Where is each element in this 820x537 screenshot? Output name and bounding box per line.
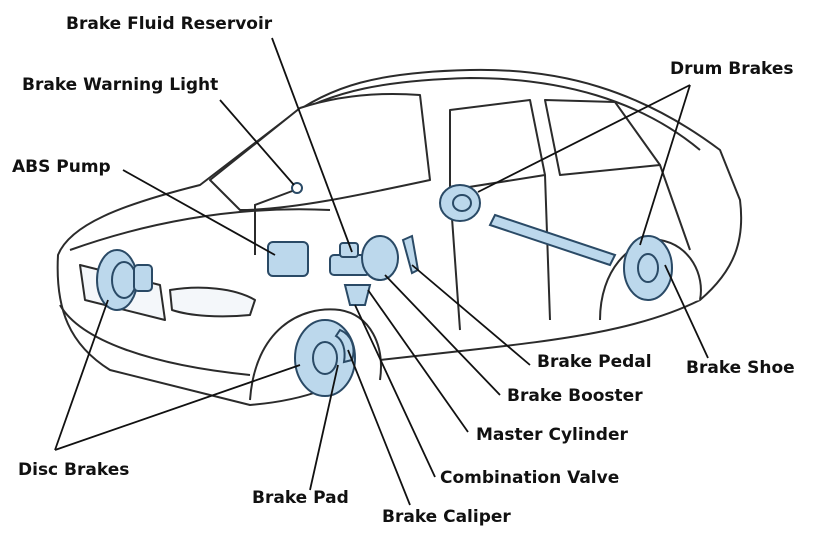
front-drum-brake xyxy=(439,184,481,222)
leader-brake-caliper xyxy=(347,349,411,506)
front-right-disc-brake xyxy=(294,319,356,397)
bumper xyxy=(59,304,251,376)
label-drum-brakes: Drum Brakes xyxy=(670,59,794,79)
leader-brake-pedal xyxy=(411,264,531,366)
headlight xyxy=(169,286,256,318)
label-disc-brakes: Disc Brakes xyxy=(18,460,130,480)
leader-drum-brakes-front xyxy=(477,84,691,193)
side-window-front xyxy=(449,99,546,191)
hood-line xyxy=(69,208,331,251)
label-brake-caliper: Brake Caliper xyxy=(382,507,511,527)
label-master-cylinder: Master Cylinder xyxy=(476,425,628,445)
brake-booster-unit xyxy=(361,235,399,281)
leader-combination-valve xyxy=(354,304,436,478)
leader-lines xyxy=(54,37,709,506)
leader-brake-shoe xyxy=(664,264,709,359)
leader-brake-warning-light xyxy=(219,99,295,186)
label-brake-pedal: Brake Pedal xyxy=(537,352,652,372)
front-left-disc-brake xyxy=(96,249,153,311)
leader-abs-pump xyxy=(122,169,276,256)
brake-line xyxy=(254,189,296,255)
label-brake-booster: Brake Booster xyxy=(507,386,643,406)
leader-brake-fluid-reservoir xyxy=(271,37,353,253)
label-brake-fluid-reservoir: Brake Fluid Reservoir xyxy=(66,14,273,34)
label-brake-warning-light: Brake Warning Light xyxy=(22,75,219,95)
label-brake-shoe: Brake Shoe xyxy=(686,358,795,378)
label-brake-pad: Brake Pad xyxy=(252,488,349,508)
roof-line xyxy=(284,77,701,151)
abs-pump-unit xyxy=(267,241,309,277)
warning-light-dot xyxy=(291,182,303,194)
components xyxy=(96,182,673,397)
rear-drum-brake xyxy=(623,235,673,301)
leader-disc-brakes-front xyxy=(54,299,109,451)
leader-master-cylinder xyxy=(367,289,469,433)
leader-disc-brakes-right xyxy=(54,364,301,451)
leader-brake-pad xyxy=(309,364,339,491)
leader-drum-brakes-rear xyxy=(639,84,691,246)
label-combination-valve: Combination Valve xyxy=(440,468,620,488)
windshield xyxy=(209,92,431,211)
drive-shaft xyxy=(488,213,617,267)
leader-brake-booster xyxy=(384,274,501,396)
label-abs-pump: ABS Pump xyxy=(12,157,111,177)
